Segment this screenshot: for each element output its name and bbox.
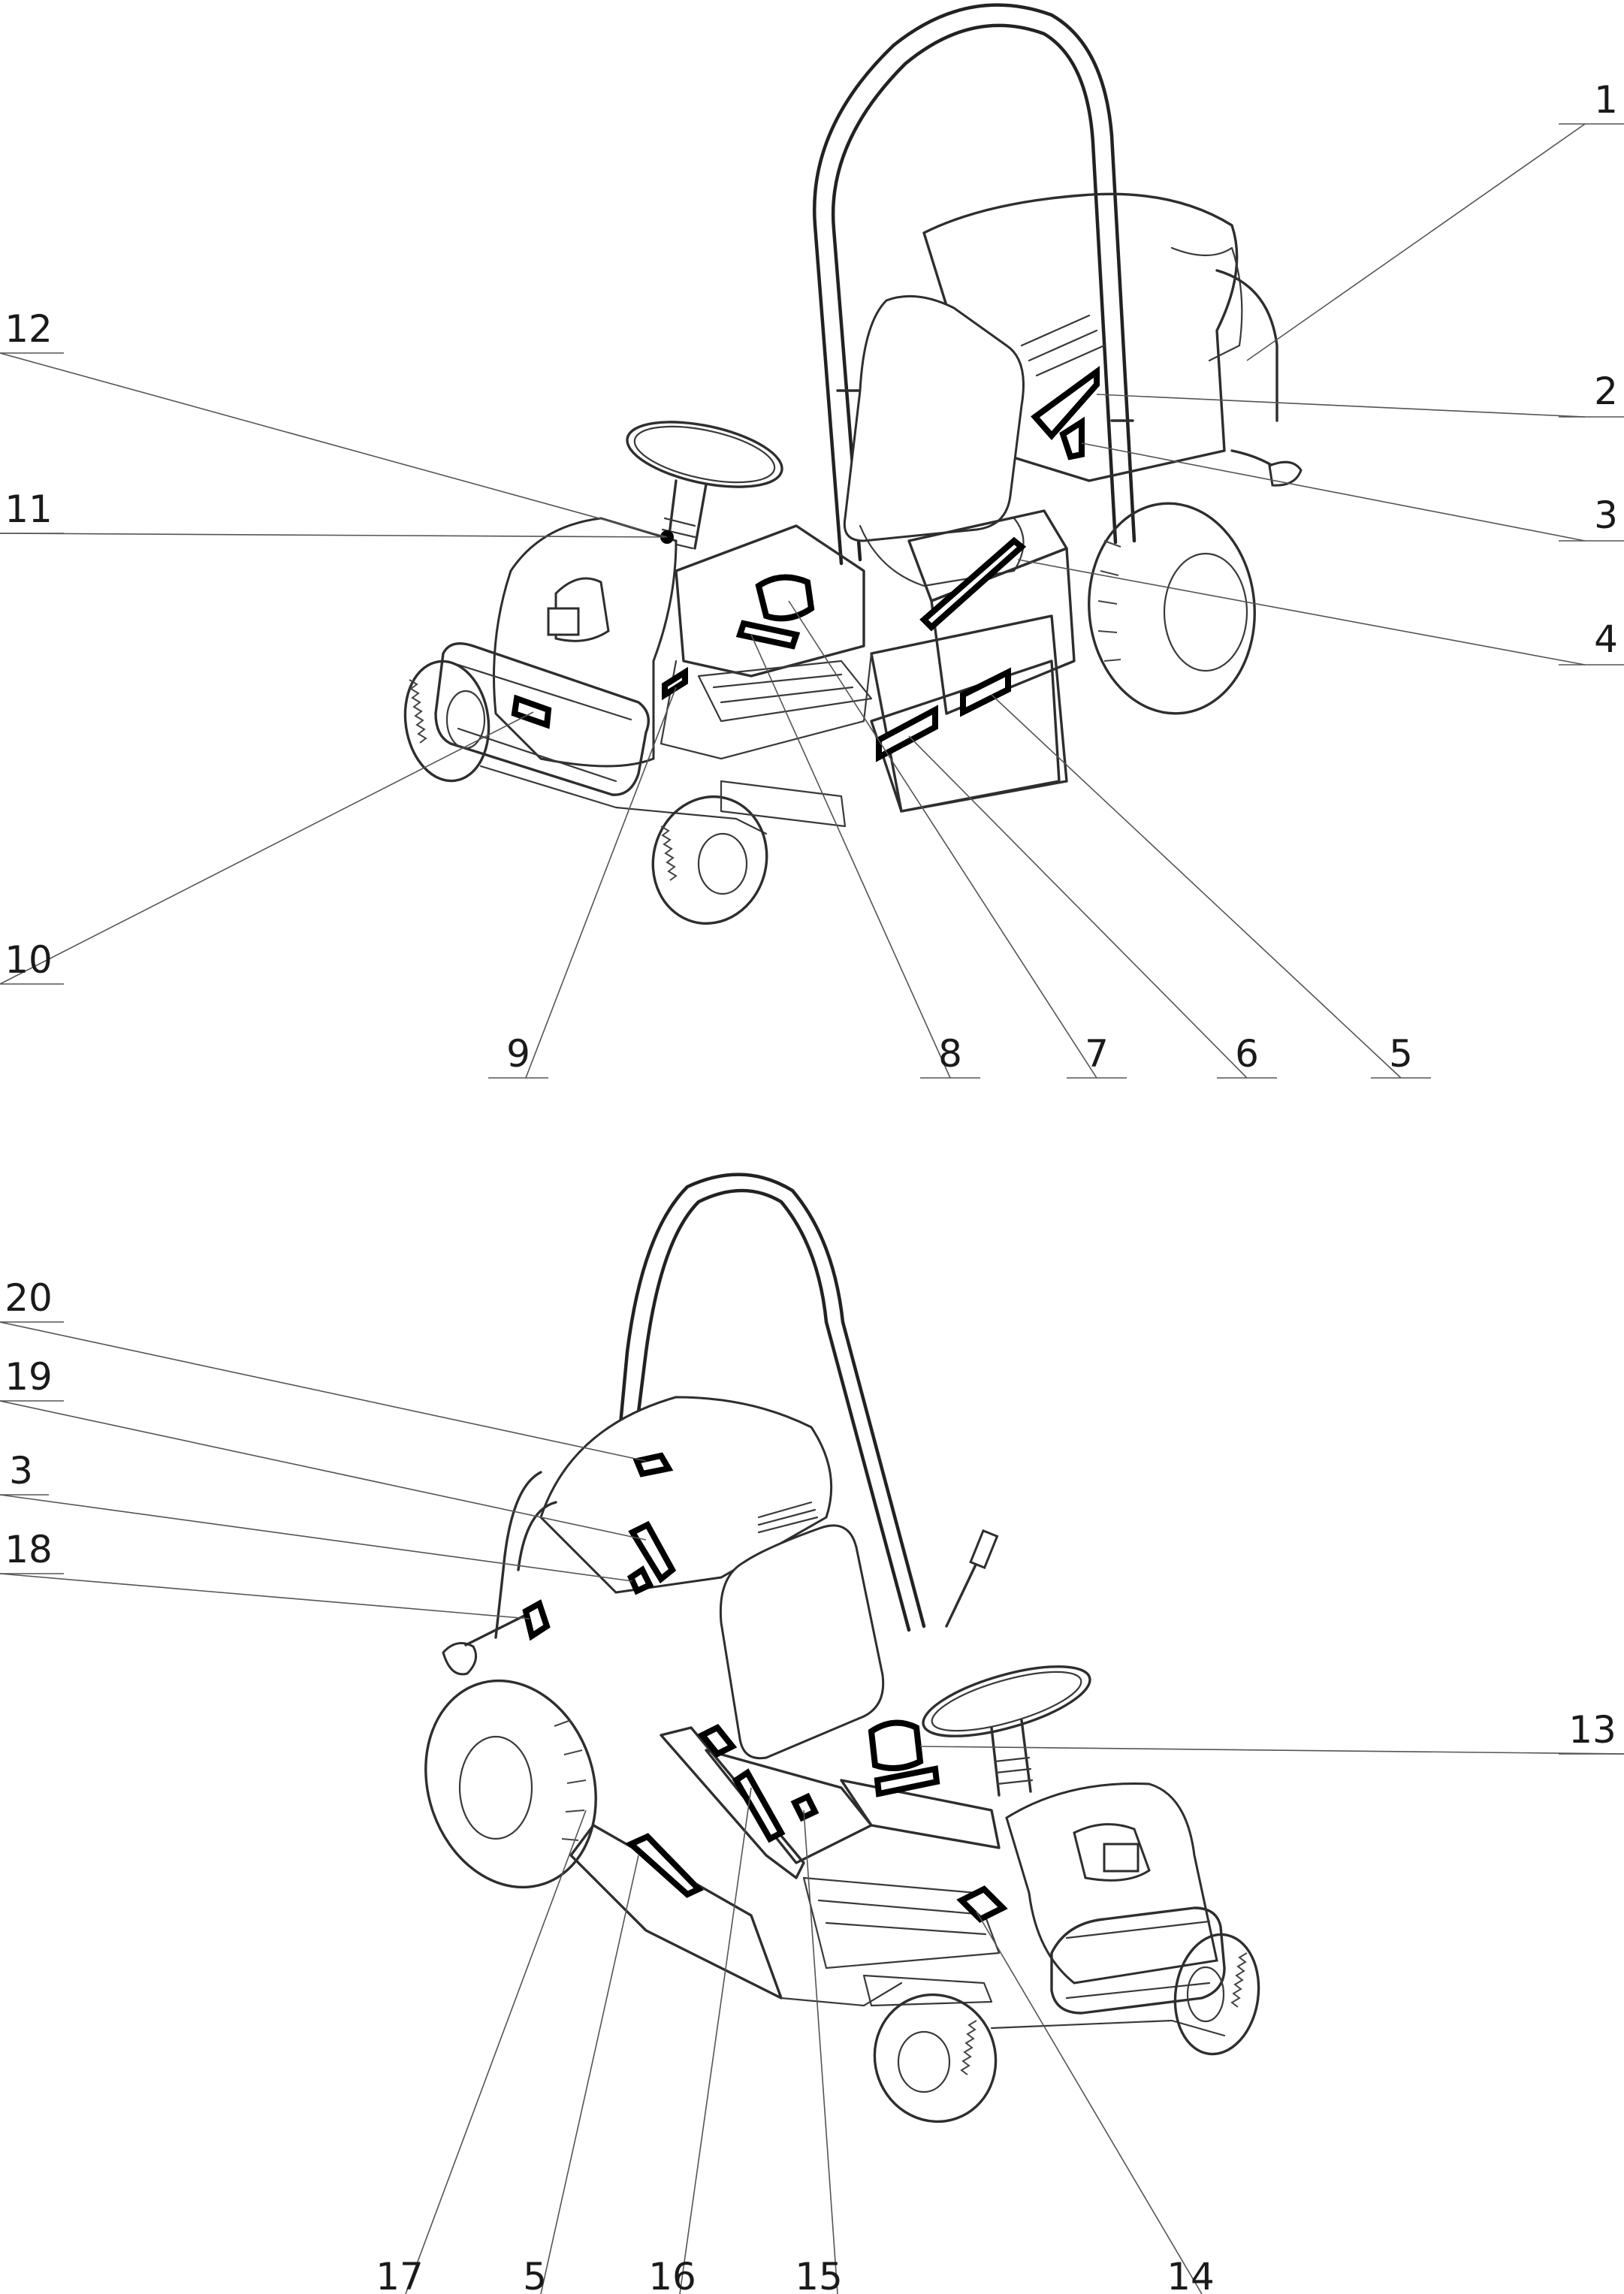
front-right-wheel-2 [1173,1933,1260,2056]
steering-wheel [626,421,783,550]
hood-2 [1005,1782,1218,1985]
roll-bar-2 [614,1173,926,1632]
mower-view-top [0,3,1586,1079]
front-left-wheel [403,660,491,783]
callout-8: 8 [938,1032,962,1076]
decal-19 [628,1520,677,1583]
callout-7: 7 [1085,1032,1109,1076]
decal-14 [956,1885,1008,1923]
callouts-bottom: 20 19 3 18 13 17 5 16 15 14 [0,1276,1624,2294]
callout-15: 15 [795,2255,843,2294]
callout-13: 13 [1568,1708,1616,1752]
decal-6 [876,705,938,762]
decal-4 [919,536,1027,632]
callout-14: 14 [1167,2255,1215,2294]
decal-16a [697,1723,738,1758]
leaders-top [0,123,1586,1079]
rear-right-wheel [1088,502,1256,715]
decal-20 [632,1452,674,1478]
decal-3 [1059,416,1085,460]
callout-9: 9 [506,1032,530,1076]
callout-3: 3 [1594,494,1618,537]
front-bumper-2 [990,1906,1226,2037]
callout-11: 11 [5,487,53,531]
decals-top [511,366,1100,762]
decal-13 [868,1719,924,1771]
callout-19: 19 [5,1355,53,1399]
decal-9 [662,666,688,701]
callout-2: 2 [1594,370,1618,413]
callout-4: 4 [1594,617,1618,661]
decal-15 [790,1792,820,1822]
decal-18 [522,1599,551,1641]
roll-bar [813,3,1136,566]
seat-2 [719,1524,885,1760]
chassis [660,509,1076,813]
rear-body-2 [442,1396,833,1676]
callout-1: 1 [1594,78,1618,122]
decal-13b [874,1765,940,1797]
decal-7 [755,574,815,622]
callouts-top: 1 2 3 4 5 6 7 8 9 10 11 12 [0,78,1624,1079]
decal-10 [511,694,552,729]
callout-20: 20 [5,1276,53,1320]
steering-wheel-2 [922,1529,1091,1797]
seat [843,294,1025,587]
callout-18: 18 [5,1528,53,1571]
rear-left-wheel-2 [424,1679,597,1889]
leaders-bottom [0,1321,1624,2294]
decal-8 [735,620,801,650]
callout-17: 17 [376,2255,424,2294]
decal-3b [626,1565,654,1595]
chassis-2 [569,1726,1001,2007]
callout-16: 16 [648,2255,696,2294]
callout-12: 12 [5,307,53,351]
decal-2 [1031,366,1100,441]
callout-5: 5 [1389,1032,1413,1076]
mower-view-bottom [0,1173,1624,2294]
callout-5b: 5 [523,2255,547,2294]
decal-16b [732,1768,786,1843]
hood [493,517,678,768]
callout-6: 6 [1235,1032,1259,1076]
decal-5 [960,667,1011,717]
decals-bottom [522,1452,1008,1923]
callout-3b: 3 [9,1449,33,1493]
callout-10: 10 [5,938,53,982]
decal-5b [625,1833,704,1898]
front-right-wheel [651,795,768,925]
front-left-wheel-2 [873,1993,998,2123]
